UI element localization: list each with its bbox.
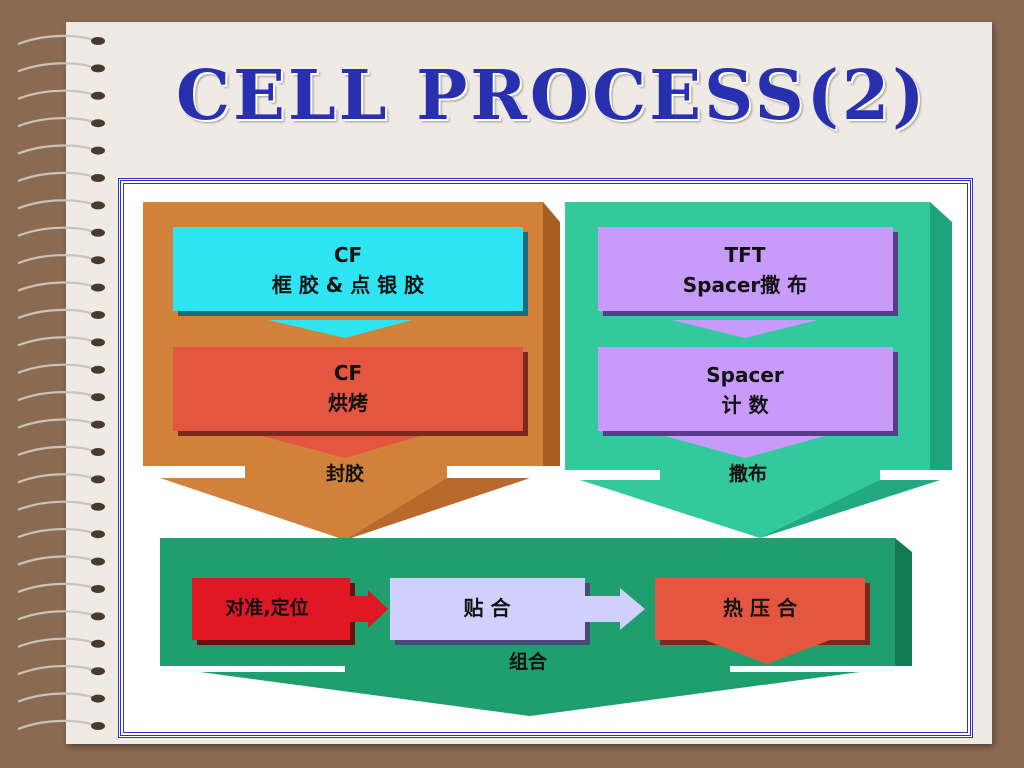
- binding-hole: [91, 557, 105, 566]
- binding-hole: [91, 694, 105, 703]
- spiral-coil: [17, 665, 95, 676]
- binding-hole: [91, 228, 105, 237]
- binding-hole: [91, 256, 105, 265]
- left-output-label: 封胶: [326, 462, 364, 485]
- spiral-coil: [17, 281, 95, 292]
- spiral-coil: [17, 89, 95, 100]
- spiral-coil: [17, 171, 95, 183]
- spiral-coil: [17, 117, 95, 128]
- right-step-2-box: Spacer 计 数: [598, 347, 898, 458]
- spiral-coil: [17, 582, 95, 594]
- binding-hole: [91, 283, 105, 292]
- binding-hole: [91, 530, 105, 539]
- spiral-coil: [17, 363, 95, 374]
- left-step-1-box: CF 框 胶 & 点 银 胶: [173, 227, 528, 338]
- spiral-coil: [17, 308, 95, 320]
- binding-hole: [91, 393, 105, 402]
- spiral-coil: [17, 144, 95, 155]
- spiral-coil: [17, 719, 95, 731]
- spiral-coil: [17, 34, 95, 46]
- binding-hole: [91, 37, 105, 45]
- spiral-coil: [17, 692, 95, 703]
- binding-hole: [91, 311, 105, 319]
- spiral-coil: [17, 610, 95, 621]
- spiral-coil: [17, 637, 95, 648]
- binding-hole: [91, 667, 105, 676]
- binding-hole: [91, 338, 105, 347]
- binding-hole: [91, 475, 105, 484]
- bottom-step-3-label: 热 压 合: [723, 596, 798, 620]
- binding-hole: [91, 146, 105, 155]
- bottom-step-2-label: 贴 合: [464, 596, 512, 620]
- binding-hole: [91, 502, 105, 511]
- spiral-coil: [17, 445, 95, 457]
- spiral-coil: [17, 473, 95, 484]
- binding-hole: [91, 639, 105, 648]
- bottom-step-3-box: 热 压 合: [655, 578, 870, 664]
- slide-title: CELL PROCESS(2): [176, 56, 928, 136]
- spiral-coil: [17, 336, 95, 347]
- spiral-coil: [17, 226, 95, 237]
- binding-hole: [91, 420, 105, 429]
- bottom-output-label: 组合: [509, 650, 548, 673]
- binding-hole: [91, 448, 105, 456]
- binding-hole: [91, 612, 105, 621]
- spiral-coil: [17, 62, 95, 73]
- binding-hole: [91, 365, 105, 374]
- right-step-2-line1: Spacer: [706, 363, 784, 387]
- binding-hole: [91, 201, 105, 210]
- spiral-coil: [17, 199, 95, 210]
- right-step-2-line2: 计 数: [722, 393, 770, 417]
- binding-hole: [91, 722, 105, 730]
- spiral-coil: [17, 418, 95, 429]
- spiral-coil: [17, 528, 95, 539]
- right-step-1-line1: TFT: [725, 243, 766, 267]
- left-step-1-line2: 框 胶 & 点 银 胶: [272, 273, 424, 297]
- binding-hole: [91, 91, 105, 100]
- left-step-1-line1: CF: [334, 243, 362, 267]
- left-step-2-line2: 烘烤: [328, 391, 368, 415]
- binding-hole: [91, 174, 105, 182]
- left-step-2-line1: CF: [334, 361, 362, 385]
- spiral-coil: [17, 555, 95, 566]
- bottom-step-1-label: 对准,定位: [225, 596, 308, 619]
- binding-hole: [91, 64, 105, 73]
- spiral-coil: [17, 500, 95, 511]
- bottom-step-1-box: 对准,定位: [192, 578, 388, 645]
- right-step-1-box: TFT Spacer撒 布: [598, 227, 898, 338]
- spiral-binding: [17, 34, 105, 731]
- bottom-step-2-box: 贴 合: [390, 578, 645, 645]
- spiral-coil: [17, 391, 95, 402]
- right-output-label: 撒布: [729, 462, 767, 485]
- left-step-2-box: CF 烘烤: [173, 347, 528, 458]
- right-step-1-line2: Spacer撒 布: [683, 273, 807, 297]
- spiral-coil: [17, 254, 95, 265]
- binding-hole: [91, 119, 105, 128]
- binding-hole: [91, 585, 105, 593]
